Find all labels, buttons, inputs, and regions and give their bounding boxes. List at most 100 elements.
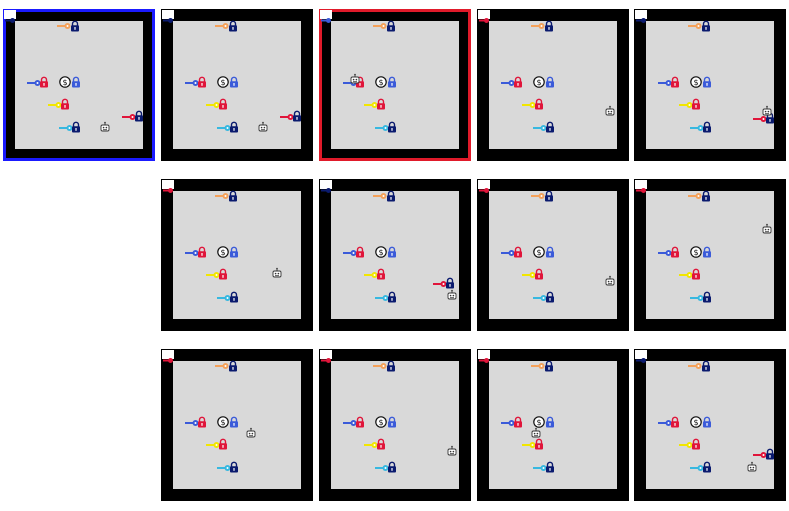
- lock-icon-navy: [133, 110, 145, 122]
- orange-key-icon: [531, 192, 545, 200]
- coin-icon: $: [217, 246, 229, 258]
- lock-icon-blue: [701, 416, 713, 428]
- svg-text:$: $: [536, 78, 541, 87]
- robot-agent-icon: [271, 267, 283, 279]
- lock-icon-navy: [69, 20, 81, 32]
- cyan-key-icon: [217, 294, 231, 302]
- cyan-key-icon: [533, 464, 547, 472]
- yellow-key-icon: [679, 271, 693, 279]
- game-board[interactable]: $: [634, 9, 786, 161]
- orange-key-icon: [688, 22, 702, 30]
- lock-icon-blue: [228, 416, 240, 428]
- coin-icon: $: [217, 416, 229, 428]
- cyan-key-icon: [690, 124, 704, 132]
- svg-text:$: $: [220, 248, 225, 257]
- lock-icon-navy: [701, 291, 713, 303]
- game-board[interactable]: $: [477, 349, 629, 501]
- cyan-key-icon: [59, 124, 73, 132]
- lock-icon-red: [354, 416, 366, 428]
- cyan-key-icon: [217, 464, 231, 472]
- inventory-key-icon: [635, 180, 647, 193]
- robot-agent-icon: [446, 289, 458, 301]
- red-key-icon: [122, 113, 136, 121]
- lock-icon-navy: [700, 190, 712, 202]
- lock-icon-navy: [701, 461, 713, 473]
- game-board[interactable]: $: [319, 179, 471, 331]
- orange-key-icon: [215, 362, 229, 370]
- game-board[interactable]: $: [319, 9, 471, 161]
- coin-icon: $: [375, 76, 387, 88]
- robot-agent-icon: [245, 427, 257, 439]
- robot-agent-icon: [604, 275, 616, 287]
- blue-key-icon: [343, 249, 357, 257]
- yellow-key-icon: [679, 101, 693, 109]
- svg-text:$: $: [220, 78, 225, 87]
- lock-icon-red: [375, 268, 387, 280]
- lock-icon-red: [690, 268, 702, 280]
- lock-icon-red: [512, 76, 524, 88]
- blue-key-icon: [501, 249, 515, 257]
- lock-icon-navy: [543, 190, 555, 202]
- yellow-key-icon: [206, 441, 220, 449]
- robot-agent-icon: [604, 105, 616, 117]
- cyan-key-icon: [375, 464, 389, 472]
- orange-key-icon: [531, 22, 545, 30]
- orange-key-icon: [373, 22, 387, 30]
- orange-key-icon: [373, 362, 387, 370]
- inventory-key-icon: [478, 180, 490, 193]
- robot-agent-icon: [746, 461, 758, 473]
- lock-icon-red: [217, 268, 229, 280]
- lock-icon-red: [196, 76, 208, 88]
- lock-icon-navy: [700, 360, 712, 372]
- lock-icon-red: [533, 98, 545, 110]
- lock-icon-blue: [386, 246, 398, 258]
- game-board[interactable]: $: [634, 349, 786, 501]
- cyan-key-icon: [375, 294, 389, 302]
- game-board[interactable]: $: [161, 179, 313, 331]
- blue-key-icon: [658, 249, 672, 257]
- game-board[interactable]: $: [477, 179, 629, 331]
- svg-text:$: $: [378, 418, 383, 427]
- inventory-key-icon: [162, 180, 174, 193]
- lock-icon-navy: [228, 461, 240, 473]
- game-board[interactable]: $: [161, 349, 313, 501]
- orange-key-icon: [57, 22, 71, 30]
- coin-icon: $: [533, 246, 545, 258]
- yellow-key-icon: [522, 441, 536, 449]
- lock-icon-navy: [386, 291, 398, 303]
- lock-icon-blue: [386, 416, 398, 428]
- robot-agent-icon: [257, 121, 269, 133]
- robot-agent-icon: [530, 427, 542, 439]
- orange-key-icon: [688, 362, 702, 370]
- lock-icon-navy: [701, 121, 713, 133]
- game-board[interactable]: $: [3, 9, 155, 161]
- game-board[interactable]: $: [161, 9, 313, 161]
- blue-key-icon: [343, 419, 357, 427]
- lock-icon-blue: [544, 76, 556, 88]
- game-board[interactable]: $: [634, 179, 786, 331]
- inventory-key-icon: [320, 180, 332, 193]
- orange-key-icon: [373, 192, 387, 200]
- coin-icon: $: [375, 246, 387, 258]
- svg-text:$: $: [220, 418, 225, 427]
- lock-icon-blue: [701, 246, 713, 258]
- orange-key-icon: [215, 22, 229, 30]
- lock-icon-red: [512, 246, 524, 258]
- yellow-key-icon: [206, 101, 220, 109]
- lock-icon-navy: [544, 121, 556, 133]
- game-board[interactable]: $: [319, 349, 471, 501]
- coin-icon: $: [217, 76, 229, 88]
- lock-icon-navy: [544, 461, 556, 473]
- coin-icon: $: [690, 416, 702, 428]
- cyan-key-icon: [533, 124, 547, 132]
- cyan-key-icon: [217, 124, 231, 132]
- yellow-key-icon: [679, 441, 693, 449]
- lock-icon-navy: [764, 448, 776, 460]
- yellow-key-icon: [522, 101, 536, 109]
- robot-agent-icon: [761, 105, 773, 117]
- red-key-icon: [433, 280, 447, 288]
- yellow-key-icon: [364, 101, 378, 109]
- game-board[interactable]: $: [477, 9, 629, 161]
- orange-key-icon: [215, 192, 229, 200]
- yellow-key-icon: [364, 441, 378, 449]
